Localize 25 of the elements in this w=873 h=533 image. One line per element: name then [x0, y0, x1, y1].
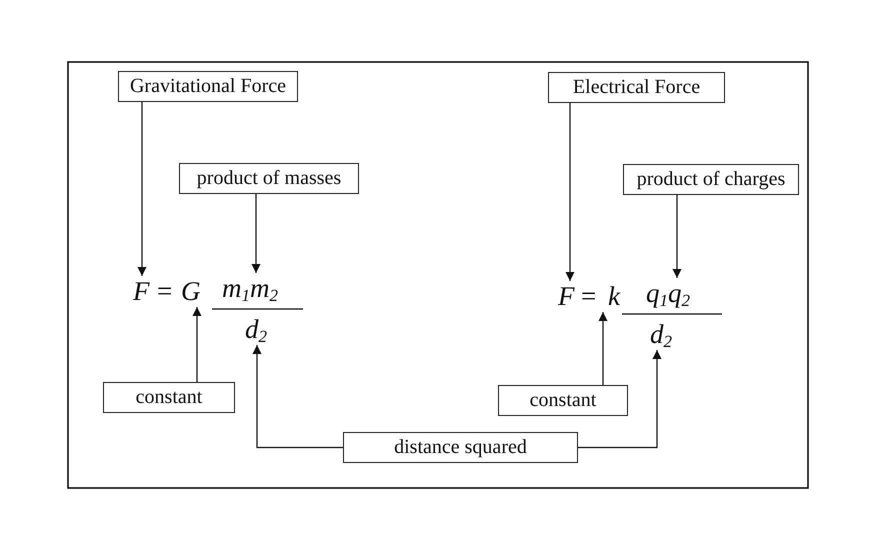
arrow	[138, 102, 146, 276]
arrow	[252, 194, 260, 273]
equals-sign: =	[157, 278, 172, 305]
formula-term: d$_{2}$	[650, 321, 672, 348]
arrow	[578, 350, 662, 448]
formula-term: k	[608, 283, 620, 310]
text-box: product of charges	[623, 164, 799, 195]
formula-term: d$_{2}$	[245, 316, 267, 343]
arrow	[252, 345, 343, 448]
equals-sign: =	[581, 283, 596, 310]
formula-term: F	[558, 283, 574, 310]
text-box: Gravitational Force	[118, 71, 298, 102]
formula-term: q$_{1}$q$_{2}$	[646, 280, 690, 307]
text-box: constant	[498, 385, 628, 416]
arrow	[598, 312, 608, 385]
text-box: distance squared	[343, 432, 578, 463]
arrow	[672, 195, 682, 278]
text-box: product of masses	[179, 163, 359, 194]
text-box: constant	[103, 382, 235, 413]
text-box: Electrical Force	[548, 72, 725, 103]
arrow	[192, 307, 202, 382]
formula-term: F	[133, 278, 150, 305]
arrow	[566, 103, 574, 281]
formula-term: G	[181, 278, 200, 305]
formula-term: m$_{1}$m$_{2}$	[222, 275, 278, 302]
